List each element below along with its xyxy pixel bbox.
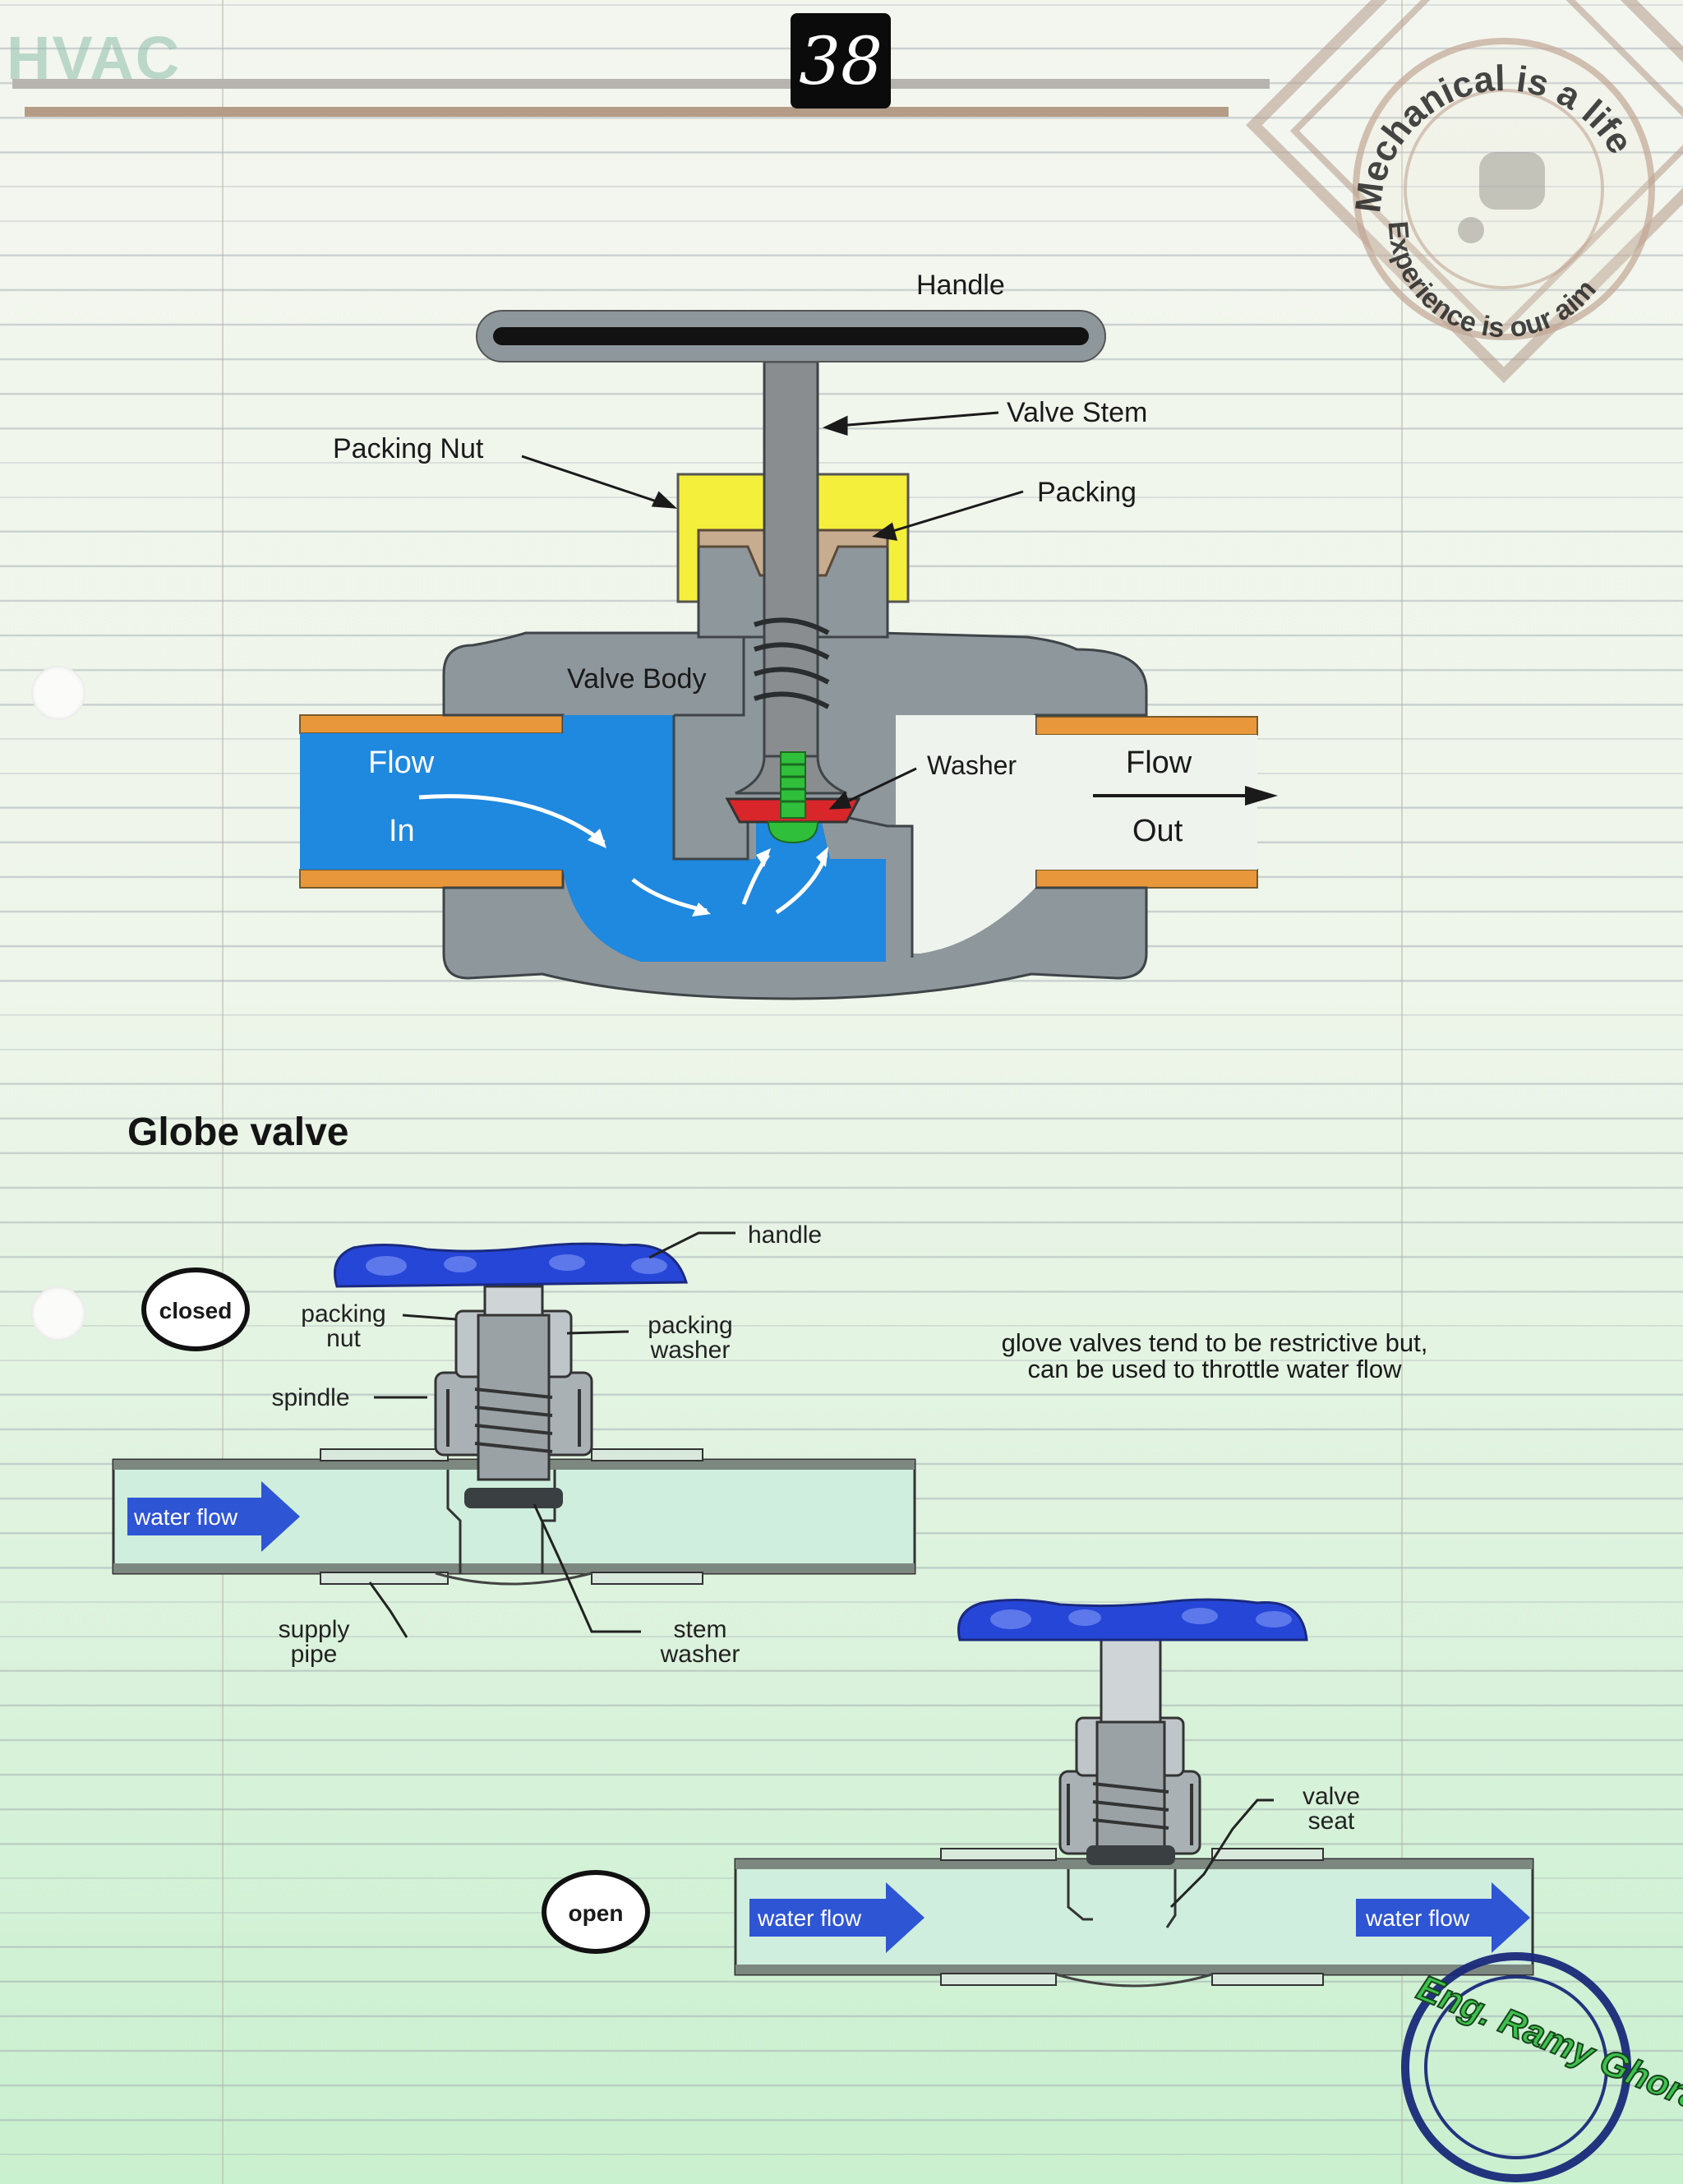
throttle-note: glove valves tend to be restrictive but,… xyxy=(902,1330,1527,1383)
open-badge xyxy=(542,1870,650,1954)
label-packing-washer-1: packing xyxy=(648,1312,732,1339)
screw-head xyxy=(767,821,819,844)
screw xyxy=(780,751,806,819)
label-packing: Packing xyxy=(1037,477,1137,508)
label-supply-pipe-2: pipe xyxy=(291,1641,338,1668)
open-label: open xyxy=(569,1900,624,1926)
closed-stem-washer xyxy=(464,1488,563,1508)
open-handle xyxy=(957,1598,1308,1641)
closed-label: closed xyxy=(159,1298,233,1323)
closed-handle xyxy=(334,1242,689,1288)
label-packing-washer-2: washer xyxy=(650,1337,731,1364)
page-number: 38 xyxy=(791,13,891,109)
label-spindle: spindle xyxy=(271,1384,349,1411)
label-stem-washer-2: washer xyxy=(660,1641,740,1668)
label-flow-out-2: Out xyxy=(1132,814,1183,848)
label-washer: Washer xyxy=(927,750,1017,780)
signature-logo: Eng. Ramy Ghoraba xyxy=(1401,1952,1683,2182)
open-stem-washer xyxy=(1086,1845,1175,1865)
label-stem-washer-1: stem xyxy=(673,1616,726,1643)
open-flow-label-out: water flow xyxy=(1365,1905,1470,1931)
closed-flow-arrow xyxy=(127,1481,300,1552)
label-flow-in-2: In xyxy=(389,814,415,848)
header-bar xyxy=(12,79,1270,89)
closed-flow-label: water flow xyxy=(133,1504,238,1530)
label-flow-in-1: Flow xyxy=(368,746,435,780)
throttle-note-line-1: glove valves tend to be restrictive but, xyxy=(1001,1328,1428,1357)
label-packing-nut-1: packing xyxy=(301,1300,385,1327)
label-handle: Handle xyxy=(916,270,1005,301)
margin-line-left xyxy=(222,0,224,2184)
label-packing-nut-2: nut xyxy=(326,1325,361,1352)
signature-text: Eng. Ramy Ghoraba xyxy=(1412,1968,1683,2135)
flow-out-channel xyxy=(896,715,1257,953)
open-flow-arrow-out xyxy=(1356,1882,1530,1953)
label-packing-nut: Packing Nut xyxy=(333,433,484,464)
handle-grip xyxy=(493,327,1089,345)
open-flow-arrow-in xyxy=(749,1882,924,1953)
punch-hole xyxy=(31,666,85,720)
label-supply-pipe-1: supply xyxy=(279,1616,350,1643)
header-bar-2 xyxy=(25,107,1229,117)
label-handle-2: handle xyxy=(748,1221,822,1249)
throttle-note-line-2: can be used to throttle water flow xyxy=(1027,1355,1402,1383)
label-valve-body: Valve Body xyxy=(567,663,706,695)
stem-threads xyxy=(754,617,830,709)
label-valve-seat-1: valve xyxy=(1303,1783,1360,1810)
label-flow-out-1: Flow xyxy=(1126,746,1192,780)
punch-hole xyxy=(31,1286,85,1341)
flow-out-arrow xyxy=(1245,786,1278,806)
label-valve-seat-2: seat xyxy=(1308,1808,1355,1835)
margin-line-right xyxy=(1401,0,1403,2184)
section-title: Globe valve xyxy=(127,1110,349,1154)
label-valve-stem: Valve Stem xyxy=(1007,397,1147,428)
closed-badge xyxy=(141,1267,250,1351)
open-flow-label-in: water flow xyxy=(757,1905,862,1931)
